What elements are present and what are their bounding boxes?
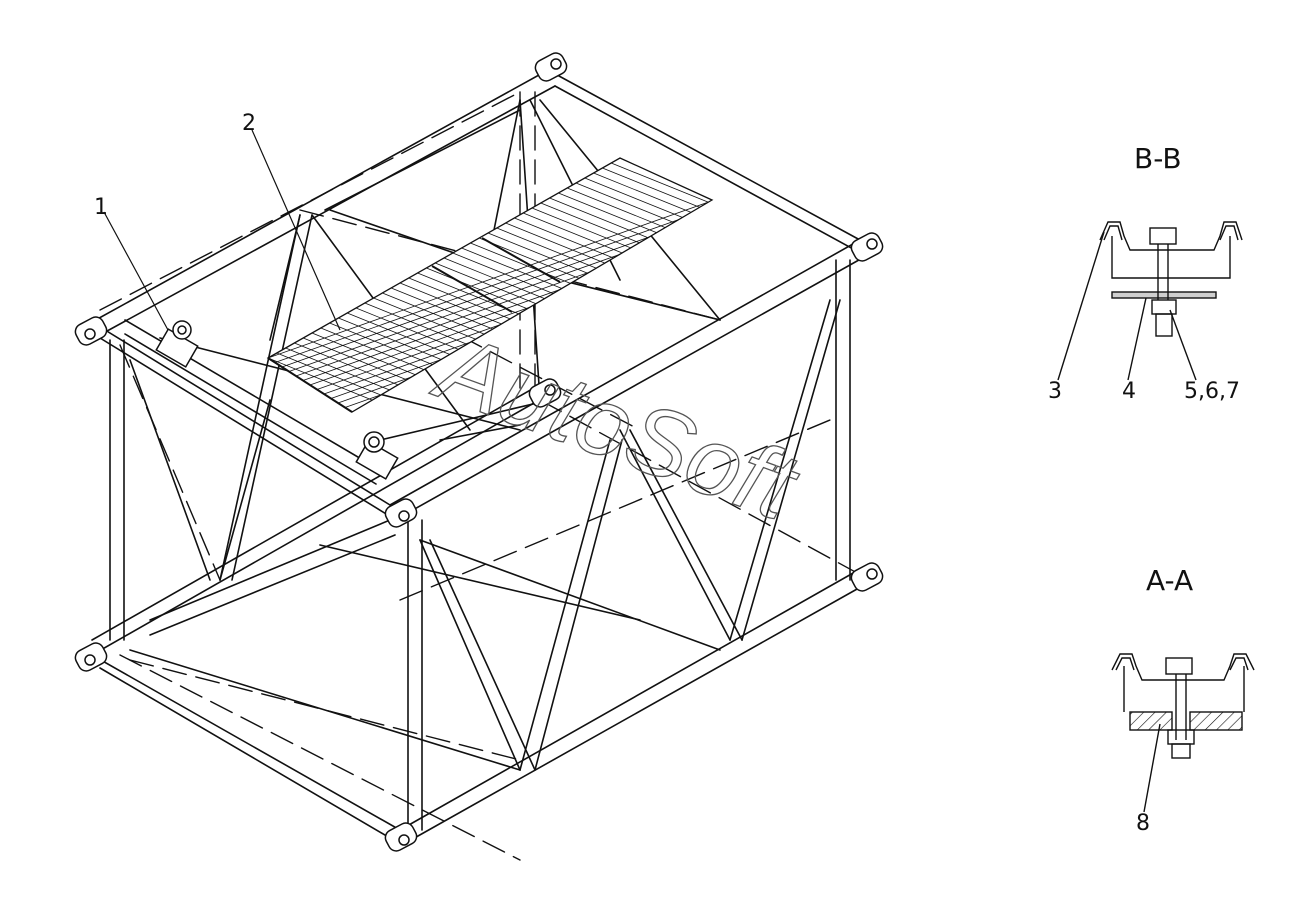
hidden-lines bbox=[99, 91, 871, 861]
lug-ends bbox=[74, 52, 884, 852]
section-title-b-b: B-B bbox=[1134, 142, 1182, 175]
lug-top-right bbox=[850, 232, 884, 262]
leader-lines bbox=[103, 129, 341, 331]
bracing bbox=[129, 99, 841, 771]
section-b-b bbox=[1057, 221, 1243, 381]
callouts: 1 2 3 4 5,6,7 8 bbox=[94, 111, 1240, 836]
section-title-a-a: A-A bbox=[1146, 564, 1193, 597]
lug-front-top bbox=[384, 498, 418, 528]
callout-2: 2 bbox=[242, 111, 256, 136]
lug-top-back bbox=[534, 52, 568, 82]
lug-mid bbox=[528, 378, 562, 408]
clamp-left bbox=[155, 320, 199, 368]
callout-4: 4 bbox=[1122, 379, 1136, 404]
lug-top-left bbox=[74, 316, 108, 346]
lug-bottom-left bbox=[74, 642, 108, 672]
truss-frame bbox=[91, 69, 871, 861]
callout-8: 8 bbox=[1136, 811, 1150, 836]
section-a-a bbox=[1111, 653, 1255, 813]
watermark: AutoSoft bbox=[421, 312, 811, 541]
callout-3: 3 bbox=[1048, 379, 1062, 404]
callout-5-6-7: 5,6,7 bbox=[1184, 379, 1240, 404]
lug-bottom-front bbox=[384, 822, 418, 852]
callout-1: 1 bbox=[94, 195, 108, 220]
clamp-right bbox=[355, 431, 399, 480]
bar-clamps bbox=[155, 320, 399, 480]
truss-chords bbox=[91, 69, 867, 846]
hatched-base bbox=[1129, 711, 1243, 731]
lug-bottom-right bbox=[850, 562, 884, 592]
